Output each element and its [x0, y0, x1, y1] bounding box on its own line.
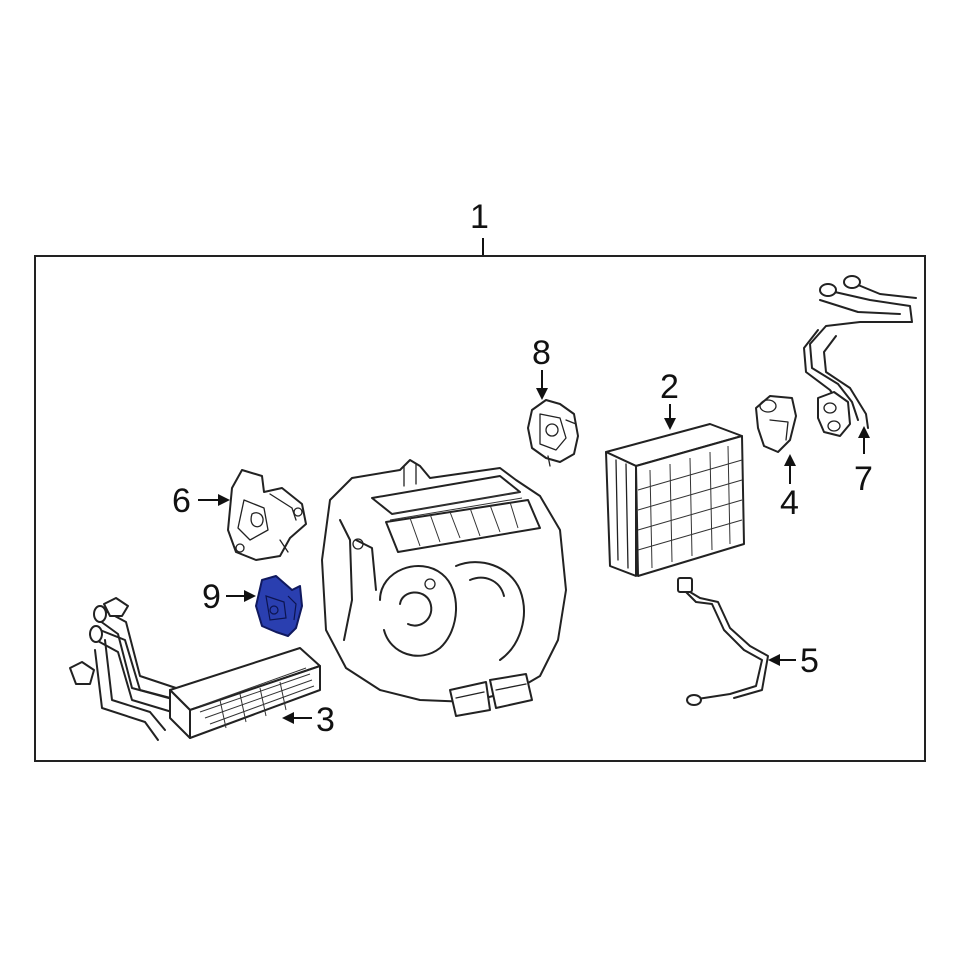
evaporator-core-part[interactable]: [605, 423, 745, 577]
callout-8[interactable]: 8: [532, 334, 551, 372]
mode-actuator-part[interactable]: [227, 469, 307, 561]
callout-4[interactable]: 4: [780, 484, 799, 522]
callout-3[interactable]: 3: [316, 701, 335, 739]
callout-2[interactable]: 2: [660, 368, 679, 406]
assembly-frame: [34, 255, 926, 762]
callout-6[interactable]: 6: [172, 482, 191, 520]
tube-assembly-part[interactable]: [803, 275, 917, 437]
wire-harness-part[interactable]: [677, 577, 769, 706]
recirc-actuator-part[interactable]: [255, 575, 303, 637]
heater-case: [321, 459, 567, 717]
callout-9[interactable]: 9: [202, 578, 221, 616]
air-mix-actuator-part[interactable]: [527, 399, 579, 467]
callout-1[interactable]: 1: [470, 198, 489, 236]
callout-5[interactable]: 5: [800, 642, 819, 680]
heater-core-part[interactable]: [69, 597, 321, 741]
expansion-valve-part[interactable]: [755, 395, 797, 453]
callout-7[interactable]: 7: [854, 460, 873, 498]
recirc-actuator-highlight: [255, 575, 303, 637]
